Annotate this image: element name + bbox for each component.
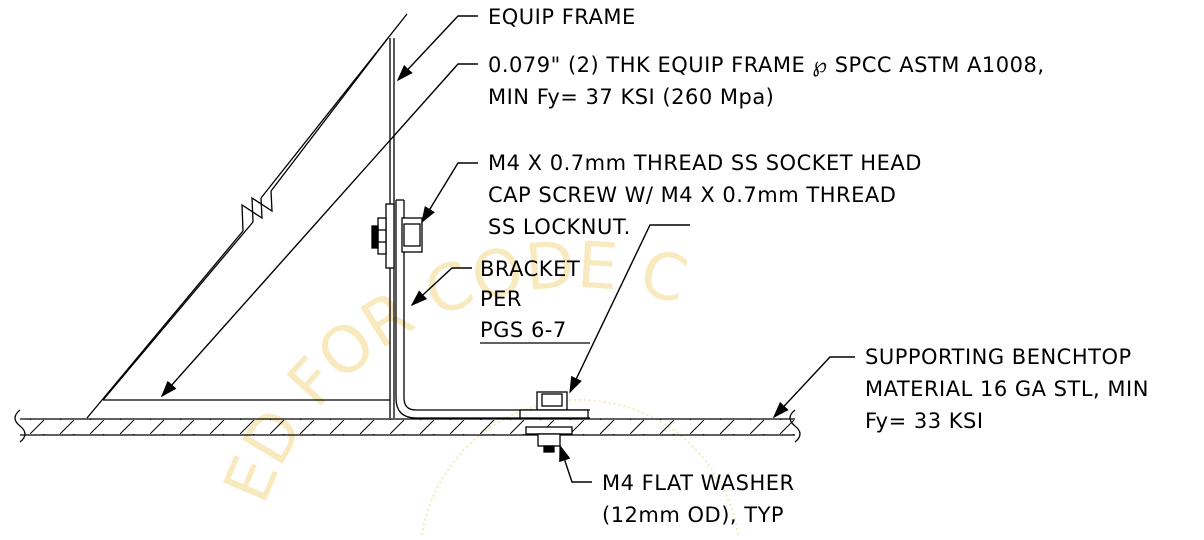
leader-bracket xyxy=(410,267,472,307)
callout-frame-plate-line1: 0.079" (2) THK EQUIP FRAME ℘ SPCC ASTM A… xyxy=(488,53,1045,77)
callout-benchtop-line1: SUPPORTING BENCHTOP xyxy=(865,345,1132,369)
callout-screw-line1: M4 X 0.7mm THREAD SS SOCKET HEAD xyxy=(488,151,922,175)
callout-bracket-line2: PER xyxy=(480,287,522,311)
callout-frame-plate-line2: MIN Fy= 37 KSI (260 Mpa) xyxy=(488,85,774,109)
callout-benchtop-line2: MATERIAL 16 GA STL, MIN xyxy=(865,377,1149,401)
callout-bracket-line1: BRACKET xyxy=(480,257,580,281)
leader-lines xyxy=(160,15,855,483)
callout-bracket-line3: PGS 6-7 xyxy=(480,318,567,342)
leader-equip-frame xyxy=(396,15,478,82)
callout-benchtop-line3: Fy= 33 KSI xyxy=(865,409,984,433)
callout-screw-line2: CAP SCREW W/ M4 X 0.7mm THREAD xyxy=(488,183,896,207)
leader-screw xyxy=(421,162,478,224)
leader-benchtop xyxy=(772,356,855,419)
side-bolt-assembly xyxy=(371,203,423,269)
callout-screw-line3: SS LOCKNUT. xyxy=(488,215,631,239)
callout-washer-line2: (12mm OD), TYP xyxy=(602,503,784,527)
leader-frame-plate xyxy=(160,63,478,398)
leader-washer xyxy=(559,444,592,483)
bottom-bolt-assembly xyxy=(519,391,589,453)
callout-equip-frame: EQUIP FRAME xyxy=(488,5,636,29)
l-bracket xyxy=(395,199,590,419)
leader-locknut xyxy=(569,224,690,394)
callout-washer-line1: M4 FLAT WASHER xyxy=(602,471,795,495)
callout-texts: EQUIP FRAME 0.079" (2) THK EQUIP FRAME ℘… xyxy=(480,5,1149,527)
benchtop-plate xyxy=(14,409,801,443)
